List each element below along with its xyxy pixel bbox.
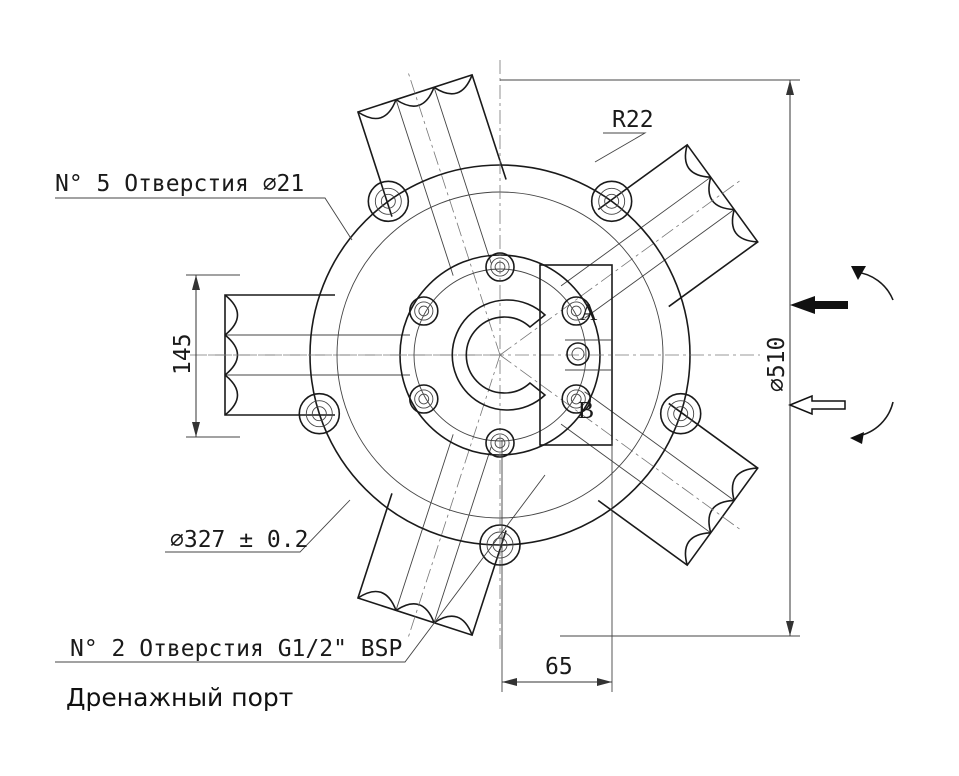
dim-510-arrow-top xyxy=(786,80,794,95)
mounting-bolts xyxy=(298,180,702,566)
cylinder-arm-5 xyxy=(356,69,507,356)
rotation-arrowhead-bottom xyxy=(850,432,864,444)
leader-holes2 xyxy=(55,474,546,663)
label-dim-510: ⌀510 xyxy=(764,337,790,392)
dim-145-arrow-top xyxy=(192,275,200,290)
flow-arrow-solid xyxy=(790,296,848,314)
dim-65-arrow-left xyxy=(502,678,517,686)
label-port-b: B xyxy=(578,398,594,424)
cylinder-arm-4 xyxy=(499,143,759,356)
rotation-arrow-top xyxy=(854,271,894,301)
hub-bolt-2 xyxy=(485,428,515,458)
port-a-b-fitting xyxy=(566,342,590,366)
lug-bolt-3 xyxy=(590,180,633,223)
label-dim-65: 65 xyxy=(545,654,573,680)
hub-bolt-6 xyxy=(561,296,592,326)
hub-bolt-1 xyxy=(561,384,592,414)
dim-145-arrow-bottom xyxy=(192,422,200,437)
label-holes2: N° 2 Отверстия G1/2" BSP xyxy=(70,636,402,662)
label-drain-port: Дренажный порт xyxy=(66,683,293,712)
rotation-arrow-bottom xyxy=(857,401,894,437)
hub-bolt-5 xyxy=(485,252,515,282)
port-fitting-inner xyxy=(571,347,585,361)
label-holes5: N° 5 Отверстия ⌀21 xyxy=(55,171,304,197)
lug-bolt-2 xyxy=(367,180,410,223)
label-r22: R22 xyxy=(612,107,654,133)
cylinder-arm-2 xyxy=(356,354,507,641)
leader-r22 xyxy=(594,132,647,163)
dim-510-arrow-bottom xyxy=(786,621,794,636)
label-pitch-diameter: ⌀327 ± 0.2 xyxy=(170,527,308,553)
leader-holes5 xyxy=(55,197,353,241)
rotation-arrowhead-top xyxy=(851,266,866,280)
leader-pitch xyxy=(165,499,351,553)
lug-bolt-4 xyxy=(659,392,702,435)
label-dim-145: 145 xyxy=(170,333,196,375)
dim-65-arrow-right xyxy=(597,678,612,686)
flow-arrow-hollow xyxy=(788,394,846,416)
hub-bolt-3 xyxy=(408,384,439,414)
shaft-bore xyxy=(451,299,547,411)
label-port-a: A xyxy=(580,300,598,326)
lug-bolt-1 xyxy=(298,392,341,435)
port-block xyxy=(539,264,613,446)
hub-bolt-4 xyxy=(408,296,439,326)
